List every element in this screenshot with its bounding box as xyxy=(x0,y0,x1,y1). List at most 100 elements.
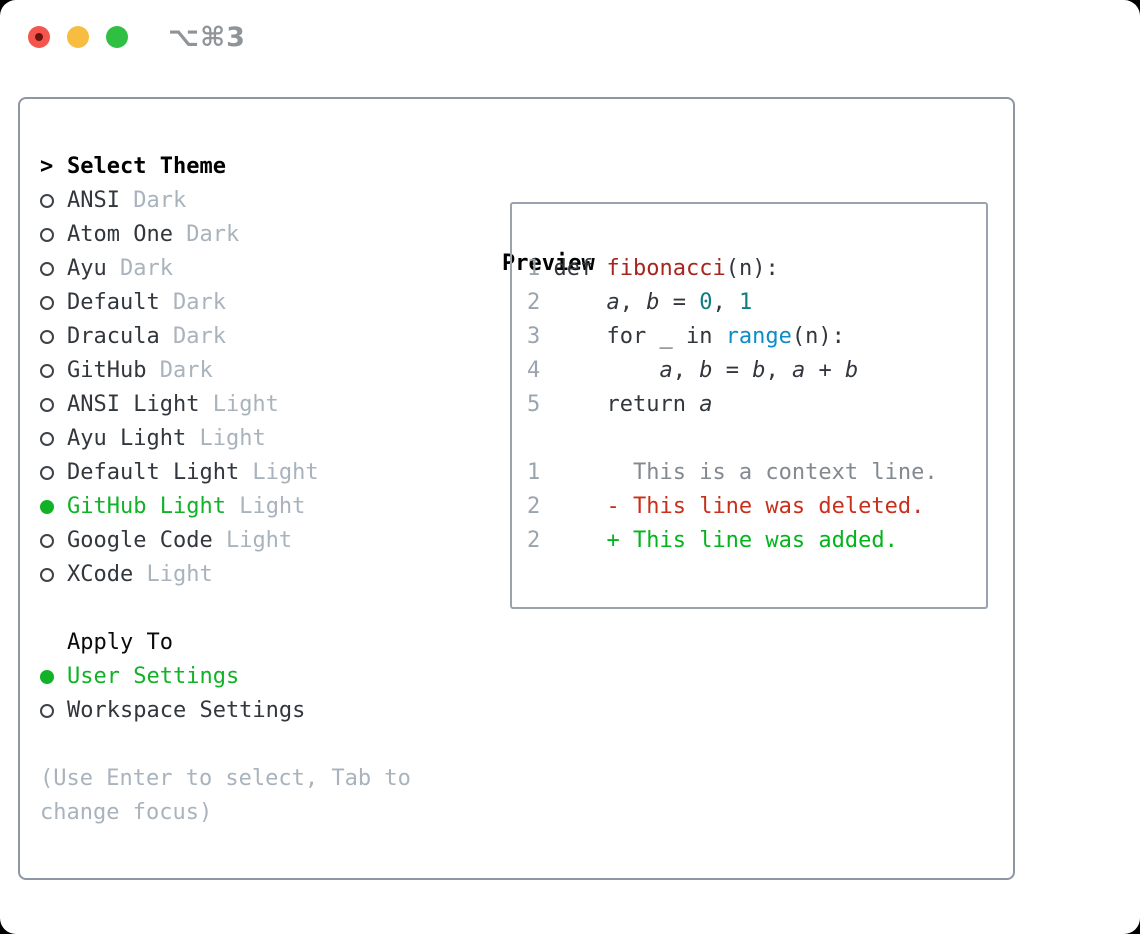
code-line: 4 a, b = b, a + b xyxy=(527,358,858,383)
theme-name: GitHub Light xyxy=(67,494,226,519)
theme-option-google-code[interactable]: Google Code Light xyxy=(40,524,480,558)
token-var: a xyxy=(699,392,713,417)
theme-name: Ayu Light xyxy=(67,426,187,451)
token-var: a xyxy=(606,290,620,315)
select-theme-header-row: > Select Theme xyxy=(40,150,480,184)
radio-icon xyxy=(40,568,54,582)
token-func: fibonacci xyxy=(606,256,726,281)
token-code xyxy=(554,358,660,383)
theme-variant-label: Dark xyxy=(106,256,173,281)
theme-option-dracula[interactable]: Dracula Dark xyxy=(40,320,480,354)
token-code: return xyxy=(553,392,700,417)
theme-option-atom-one[interactable]: Atom One Dark xyxy=(40,218,480,252)
theme-variant-label: Dark xyxy=(159,324,226,349)
line-number: 1 xyxy=(527,460,554,485)
token-var: b xyxy=(699,358,713,383)
preview-box: 1 def fibonacci(n): 2 a, b = 0, 1 3 for … xyxy=(510,202,988,609)
radio-icon xyxy=(40,466,54,480)
theme-variant-label: Light xyxy=(133,562,213,587)
token-var: a xyxy=(659,358,673,383)
theme-variant-label: Light xyxy=(225,494,306,519)
apply-to-header-row: Apply To xyxy=(40,626,480,660)
token-code: (n): xyxy=(791,324,845,349)
token-code: for _ in xyxy=(553,324,726,349)
blank-line xyxy=(527,426,540,451)
radio-icon xyxy=(40,262,54,276)
theme-name: Google Code xyxy=(67,528,213,553)
theme-name: GitHub xyxy=(67,358,147,383)
token-ctx: This is a context line. xyxy=(553,460,938,485)
diff-context-line: 1 This is a context line. xyxy=(527,460,938,485)
minimize-button[interactable] xyxy=(67,26,89,48)
token-var: a xyxy=(791,358,806,383)
theme-option-default[interactable]: Default Dark xyxy=(40,286,480,320)
spacer xyxy=(40,728,480,762)
line-number: 1 xyxy=(527,256,554,281)
radio-selected-icon xyxy=(40,500,54,514)
token-builtin: range xyxy=(725,324,792,349)
close-button[interactable] xyxy=(28,26,50,48)
token-add: + This line was added. xyxy=(553,528,898,553)
theme-name: ANSI xyxy=(67,188,120,213)
theme-variant-label: Dark xyxy=(172,222,240,247)
token-code: , xyxy=(712,290,739,315)
token-code: = xyxy=(712,358,753,383)
line-number: 4 xyxy=(527,358,554,383)
selector-arrow-icon: > xyxy=(40,154,54,179)
token-var: b xyxy=(752,358,766,383)
close-button-dot-icon xyxy=(35,33,43,41)
diff-added-line: 2 + This line was added. xyxy=(527,528,898,553)
token-code: , xyxy=(619,290,647,315)
theme-variant-label: Light xyxy=(239,460,319,485)
theme-name: Ayu xyxy=(67,256,107,281)
theme-option-ayu-light[interactable]: Ayu Light Light xyxy=(40,422,480,456)
radio-selected-icon xyxy=(40,670,54,684)
line-number: 3 xyxy=(527,324,554,349)
line-number: 2 xyxy=(527,528,554,553)
apply-option-user-settings[interactable]: User Settings xyxy=(40,660,480,694)
zoom-button[interactable] xyxy=(106,26,128,48)
theme-option-ansi-light[interactable]: ANSI Light Light xyxy=(40,388,480,422)
radio-icon xyxy=(40,296,54,310)
code-line: 1 def fibonacci(n): xyxy=(527,256,779,281)
window-titlebar: ⌥⌘3 xyxy=(0,0,1140,76)
theme-option-default-light[interactable]: Default Light Light xyxy=(40,456,480,490)
preview-header: Preview xyxy=(502,251,595,276)
radio-icon xyxy=(40,364,54,378)
theme-variant-label: Dark xyxy=(159,290,226,315)
radio-icon xyxy=(40,194,54,208)
window-title: ⌥⌘3 xyxy=(168,22,246,53)
token-var: b xyxy=(646,290,660,315)
radio-icon xyxy=(40,330,54,344)
token-code: , xyxy=(765,358,792,383)
code-preview: 1 def fibonacci(n): 2 a, b = 0, 1 3 for … xyxy=(512,204,986,558)
radio-icon xyxy=(40,228,54,242)
theme-variant-label: Light xyxy=(212,528,293,553)
theme-option-xcode[interactable]: XCode Light xyxy=(40,558,480,592)
theme-option-github[interactable]: GitHub Dark xyxy=(40,354,480,388)
apply-option-workspace-settings[interactable]: Workspace Settings xyxy=(40,694,480,728)
token-code: (n): xyxy=(725,256,779,281)
apply-option-label: User Settings xyxy=(67,664,240,689)
keyboard-hint-line-1: (Use Enter to select, Tab to xyxy=(40,766,411,791)
theme-option-ansi[interactable]: ANSI Dark xyxy=(40,184,480,218)
token-numlit: 1 xyxy=(738,290,753,315)
token-code: = xyxy=(659,290,700,315)
radio-icon xyxy=(40,704,54,718)
token-var: b xyxy=(844,358,859,383)
theme-option-ayu[interactable]: Ayu Dark xyxy=(40,252,480,286)
token-code: , xyxy=(672,358,700,383)
theme-variant-label: Dark xyxy=(146,358,213,383)
radio-icon xyxy=(40,398,54,412)
radio-icon xyxy=(40,432,54,446)
theme-option-github-light[interactable]: GitHub Light Light xyxy=(40,490,480,524)
apply-option-label: Workspace Settings xyxy=(67,698,306,723)
token-code: + xyxy=(805,358,845,383)
theme-name: XCode xyxy=(67,562,134,587)
token-numlit: 0 xyxy=(699,290,713,315)
keyboard-hint-line-2: change focus) xyxy=(40,800,213,825)
theme-name: Default xyxy=(67,290,160,315)
theme-name: Default Light xyxy=(67,460,240,485)
diff-deleted-line: 2 - This line was deleted. xyxy=(527,494,924,519)
